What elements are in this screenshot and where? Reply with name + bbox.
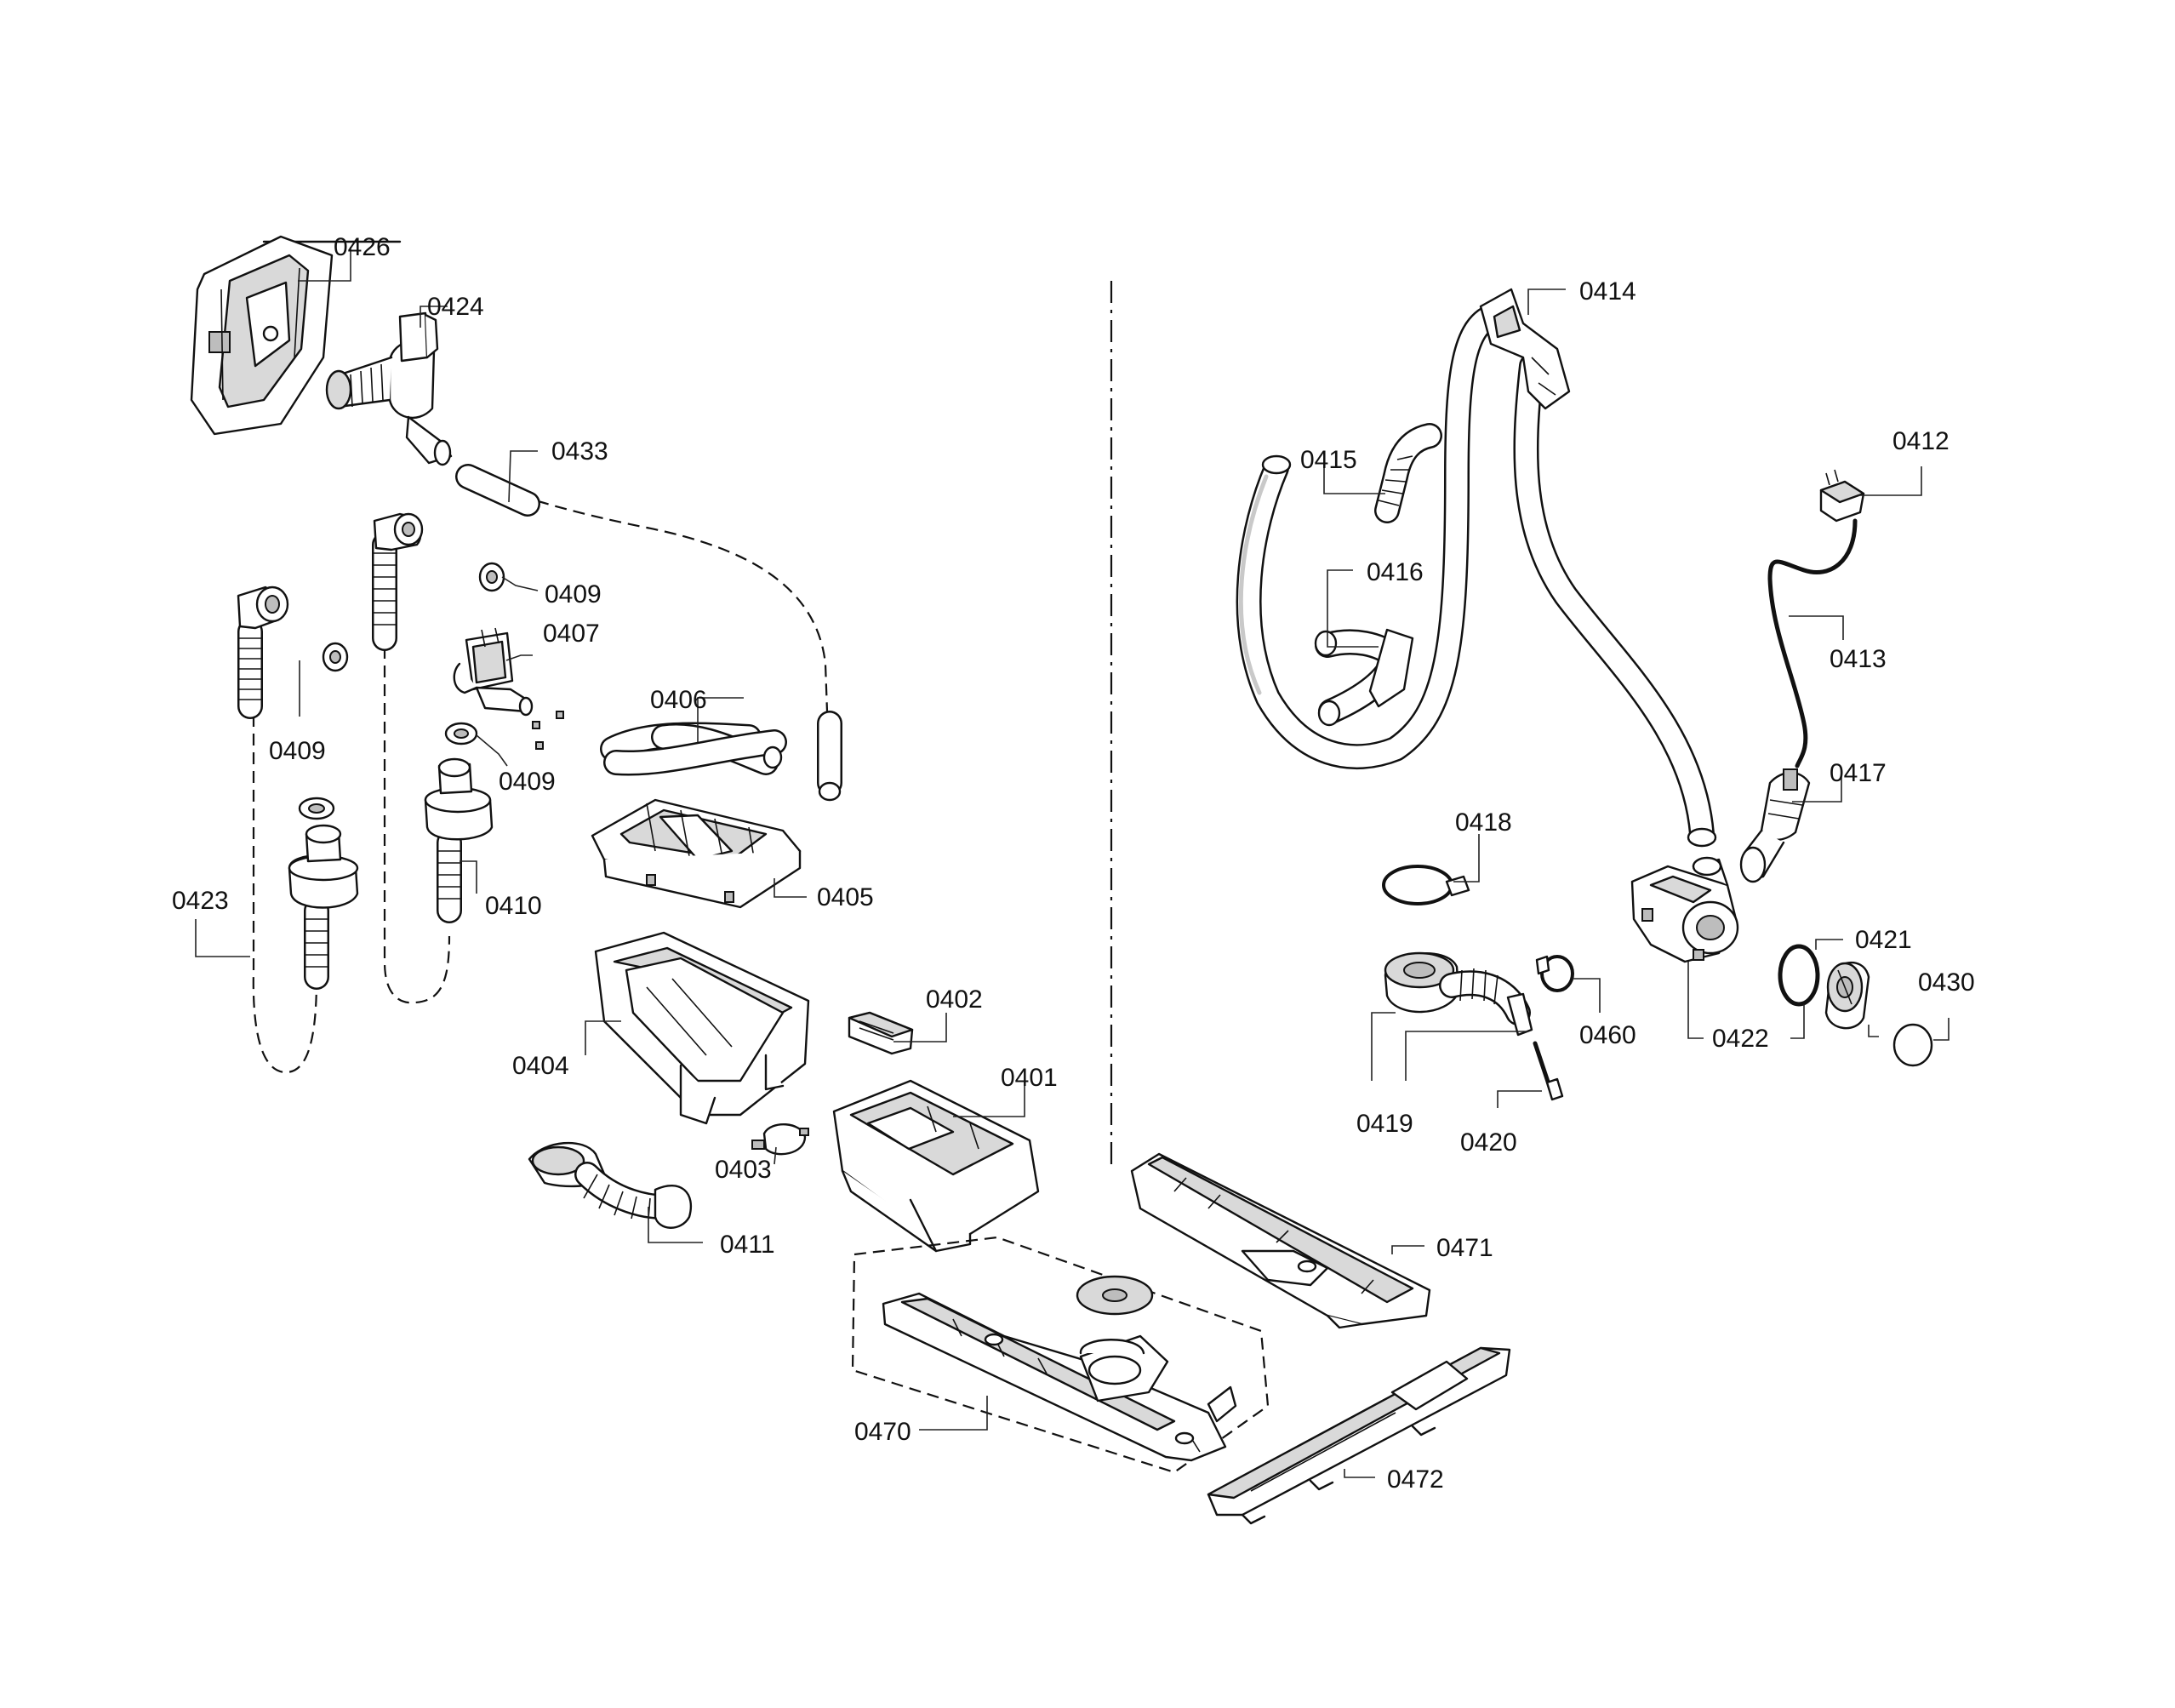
label-0411[interactable]: 0411 — [720, 1231, 775, 1259]
part-labels: 0426 0424 0433 0409 0407 0409 0409 0423 … — [172, 233, 1975, 1494]
label-0407[interactable]: 0407 — [543, 620, 600, 648]
part-0412-wire-connector[interactable] — [1819, 469, 1865, 523]
part-0423-inlet-hose-left[interactable] — [237, 586, 289, 719]
leader-lines — [195, 247, 1950, 1478]
part-0405-dispenser-top-cover[interactable] — [591, 798, 802, 909]
label-0409-c[interactable]: 0409 — [499, 768, 556, 796]
label-0419[interactable]: 0419 — [1356, 1110, 1413, 1138]
label-0415[interactable]: 0415 — [1300, 446, 1357, 474]
part-0406-dispenser-hoses[interactable] — [600, 722, 787, 776]
part-0409-washer-a[interactable] — [478, 562, 505, 592]
label-0470[interactable]: 0470 — [854, 1418, 911, 1446]
label-0405[interactable]: 0405 — [817, 883, 874, 911]
label-0423[interactable]: 0423 — [172, 887, 229, 915]
part-0421-seal-ring[interactable] — [1778, 944, 1820, 1007]
label-0433[interactable]: 0433 — [551, 437, 608, 466]
label-0406[interactable]: 0406 — [650, 686, 707, 714]
part-0418-hose-clamp[interactable] — [1382, 865, 1470, 905]
label-0414[interactable]: 0414 — [1579, 277, 1636, 306]
part-0430-cover-cap[interactable] — [1892, 1023, 1933, 1067]
label-0471[interactable]: 0471 — [1436, 1234, 1493, 1262]
part-0404-dispenser-housing[interactable] — [594, 931, 810, 1125]
part-0421-pump-filter[interactable] — [1824, 961, 1870, 1030]
part-0433-hose-lower[interactable] — [817, 711, 842, 802]
part-0422-drain-pump[interactable] — [1630, 856, 1739, 963]
part-0407-solenoid-valve[interactable] — [453, 627, 564, 750]
label-0409-b[interactable]: 0409 — [269, 737, 326, 765]
label-0418[interactable]: 0418 — [1455, 808, 1512, 837]
label-0460[interactable]: 0460 — [1579, 1021, 1636, 1049]
label-0401[interactable]: 0401 — [1001, 1064, 1058, 1092]
part-0413-wire-harness[interactable] — [1767, 518, 1858, 768]
label-0412[interactable]: 0412 — [1892, 427, 1950, 455]
label-0421[interactable]: 0421 — [1855, 926, 1912, 954]
part-0409-washer-c[interactable] — [444, 722, 478, 745]
label-0472[interactable]: 0472 — [1387, 1465, 1444, 1494]
part-0414-drain-hose[interactable] — [1236, 288, 1717, 848]
label-0404[interactable]: 0404 — [512, 1052, 569, 1080]
part-0424-water-inlet-valve[interactable] — [325, 311, 453, 466]
label-0417[interactable]: 0417 — [1830, 759, 1887, 787]
part-inlet-hose-right-top[interactable] — [372, 512, 424, 651]
label-0403[interactable]: 0403 — [715, 1156, 772, 1184]
part-0401-dispenser-drawer[interactable] — [832, 1079, 1040, 1253]
label-0422[interactable]: 0422 — [1712, 1025, 1769, 1053]
label-0409-a[interactable]: 0409 — [545, 580, 602, 608]
label-0426[interactable]: 0426 — [334, 233, 391, 261]
part-0402-small-cover[interactable] — [848, 1011, 914, 1055]
hose-0433-dashed — [465, 475, 831, 784]
label-0416[interactable]: 0416 — [1367, 558, 1424, 586]
label-0430[interactable]: 0430 — [1918, 968, 1975, 997]
part-0460-hose-clamp[interactable] — [1535, 955, 1574, 992]
part-0433-hose-end[interactable] — [455, 464, 540, 517]
part-0470-bottom-bracket[interactable] — [882, 1275, 1237, 1462]
part-0416-y-connector[interactable] — [1314, 628, 1414, 727]
part-0410-hose-connector[interactable] — [424, 757, 494, 923]
part-0471-support-rail[interactable] — [1130, 1152, 1431, 1329]
label-0420[interactable]: 0420 — [1460, 1128, 1517, 1157]
label-0402[interactable]: 0402 — [926, 985, 983, 1014]
part-0409-washer-b[interactable] — [322, 642, 349, 672]
part-0415-short-hose[interactable] — [1374, 423, 1442, 523]
part-0426-mounting-bracket[interactable] — [190, 235, 402, 436]
part-0411-bellows-hose[interactable] — [528, 1141, 692, 1229]
part-0472-support-rail[interactable] — [1207, 1346, 1511, 1525]
part-0420-screw[interactable] — [1533, 1041, 1564, 1101]
label-0413[interactable]: 0413 — [1830, 645, 1887, 673]
label-0410[interactable]: 0410 — [485, 892, 542, 920]
part-0417-pressure-chamber[interactable] — [1739, 768, 1811, 883]
part-0409-washer-d[interactable] — [298, 797, 335, 820]
part-0423-hose-connector-lower[interactable] — [288, 824, 359, 990]
part-0419-sump-hose[interactable] — [1384, 951, 1533, 1037]
part-0403-clip[interactable] — [751, 1122, 809, 1156]
label-0424[interactable]: 0424 — [427, 293, 484, 321]
